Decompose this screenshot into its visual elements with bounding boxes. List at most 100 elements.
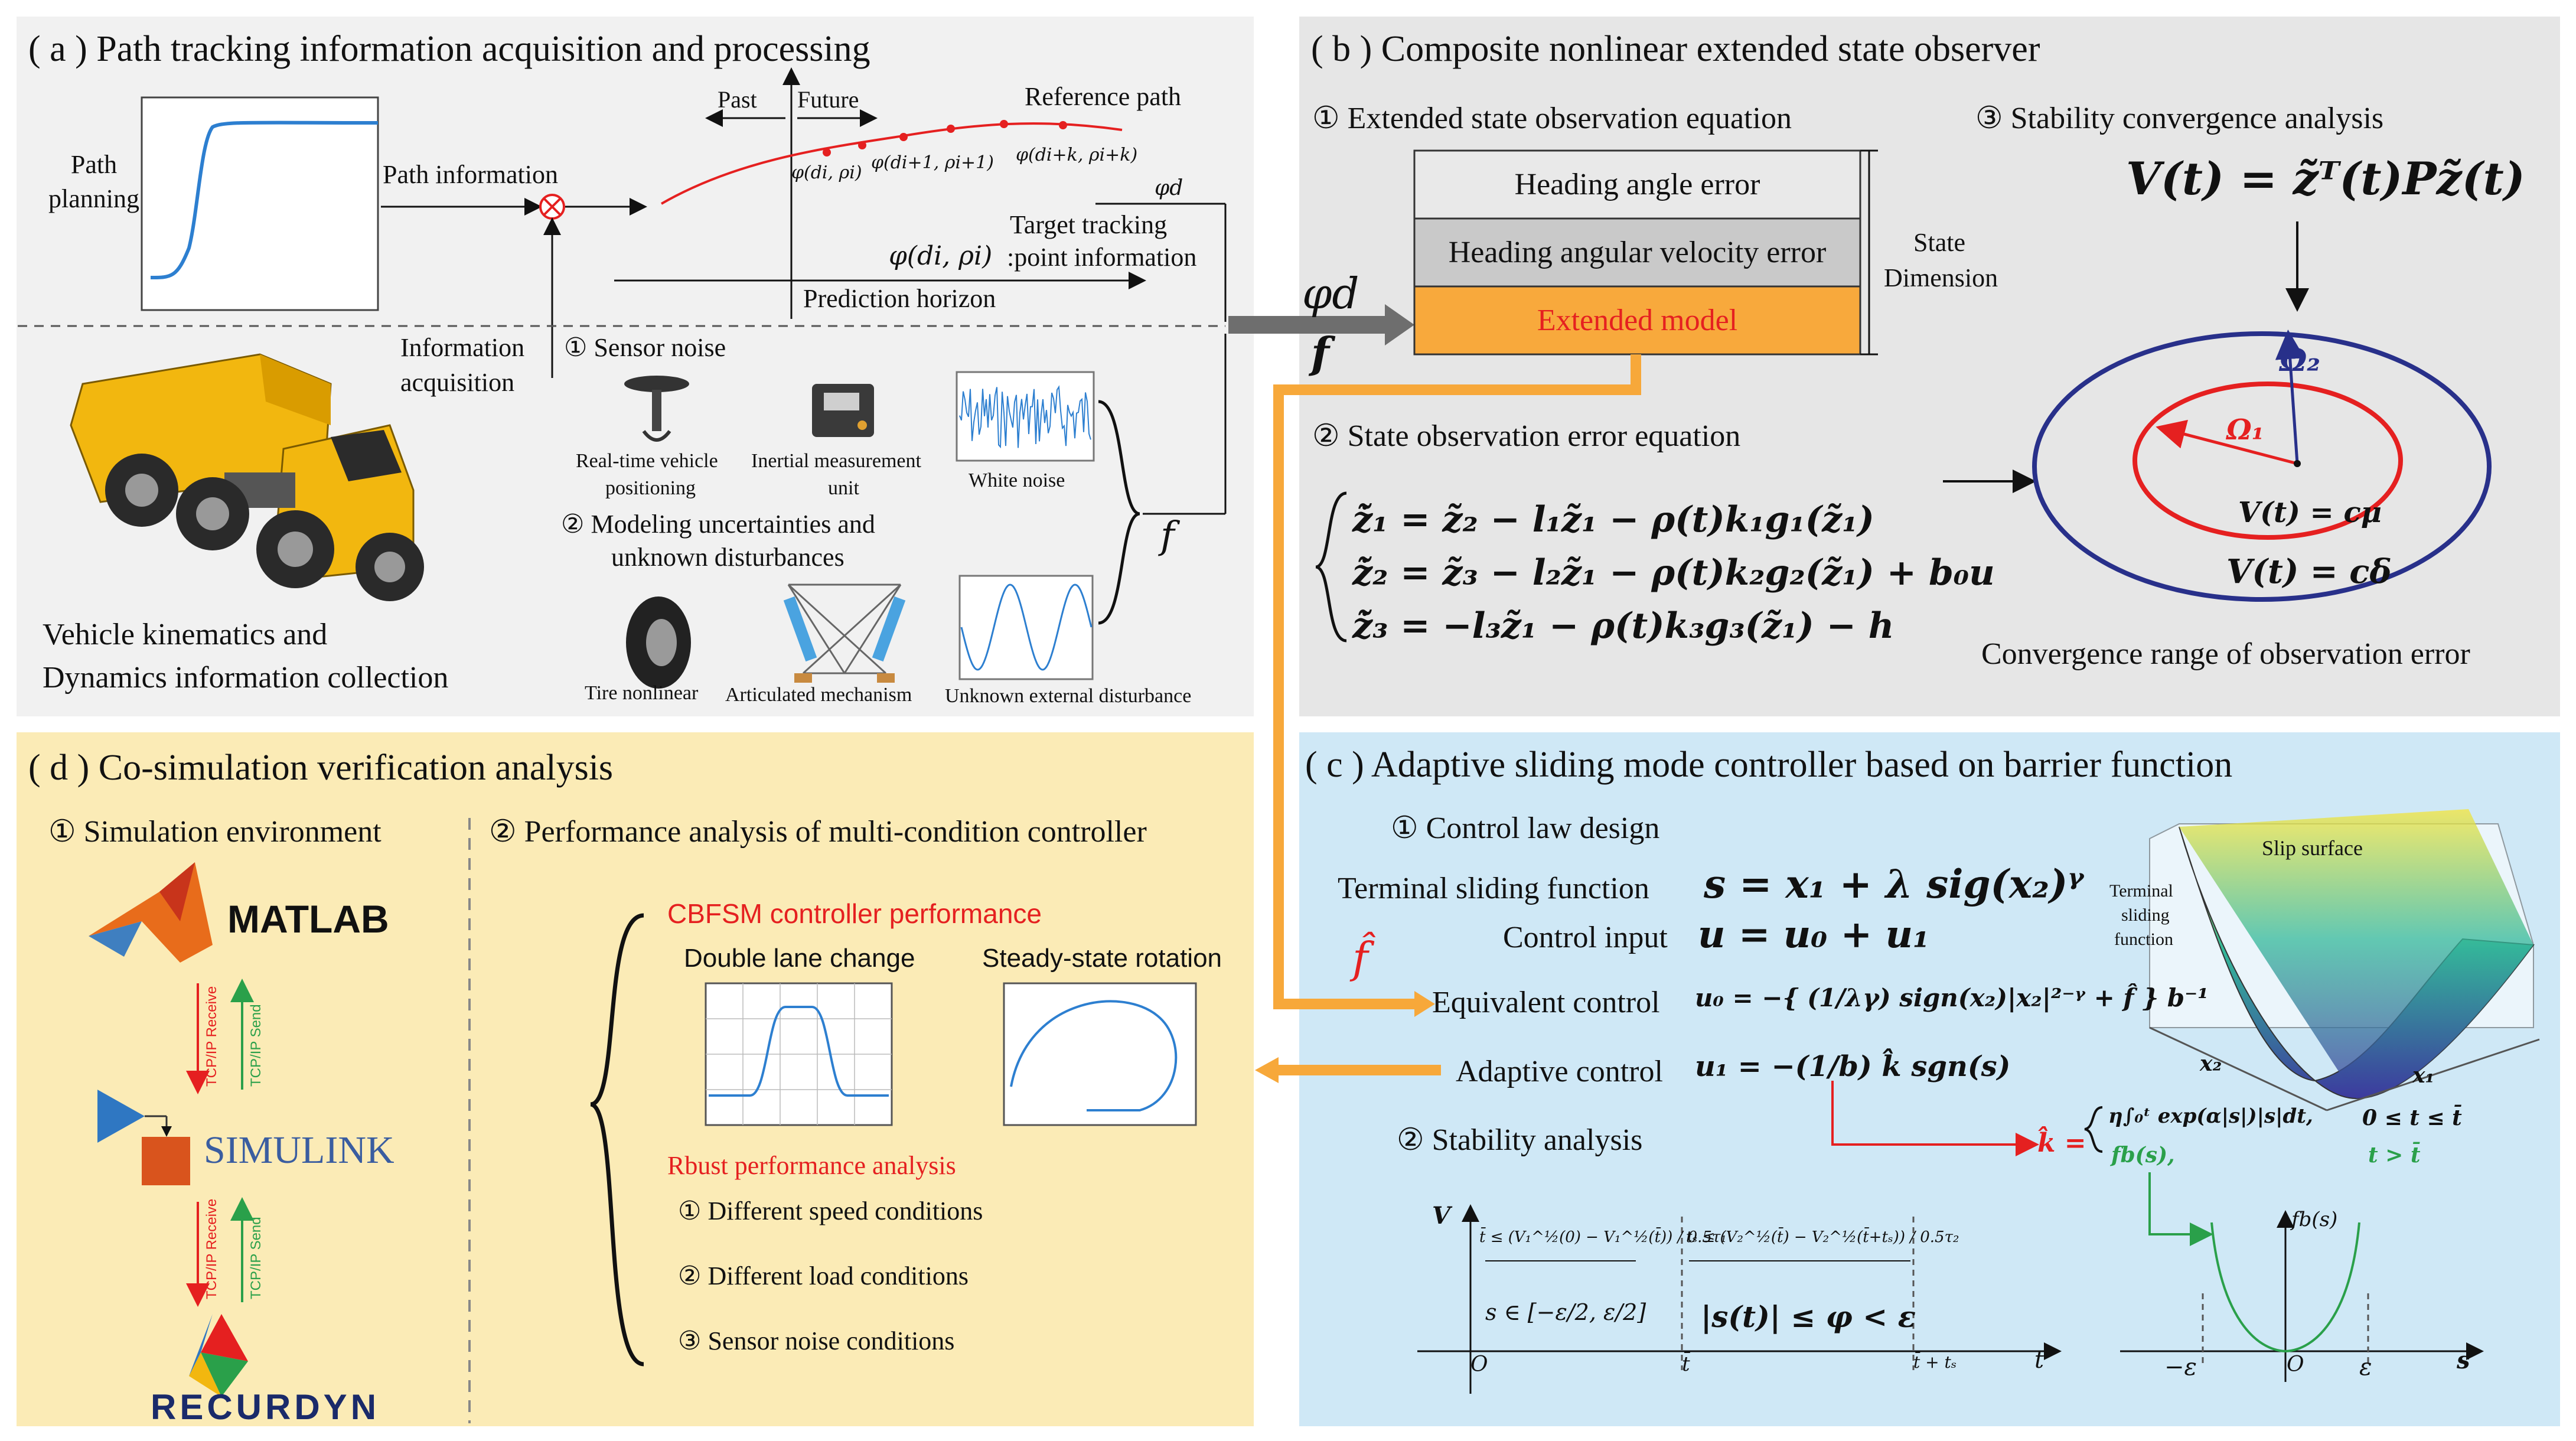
s-range-label: s ∈ [−ε/2, ε/2] xyxy=(1485,1299,1646,1325)
k-case-2-condition: t > t̄ xyxy=(2368,1143,2421,1168)
cbfsm-performance-label: CBFSM controller performance xyxy=(667,898,1042,929)
adaptive-control-label: Adaptive control xyxy=(1456,1055,1663,1088)
error-equation-3: ż̃₃ = −l₃z̃₁ − ρ(t)k₃g₃(z̃₁) − h xyxy=(1352,605,1894,647)
white-noise-label: White noise xyxy=(969,470,1065,491)
target-tracking-label: Target tracking xyxy=(1010,210,1168,239)
prediction-horizon-label: Prediction horizon xyxy=(803,284,996,313)
neg-epsilon-label: −ε xyxy=(2164,1354,2197,1381)
simulation-env-subtitle: ① Simulation environment xyxy=(48,815,381,849)
extended-model-box: Extended model xyxy=(1537,304,1738,337)
phi-d-arrow-label: φd xyxy=(1302,269,1359,318)
imu-icon xyxy=(812,384,874,437)
stability-analysis-subtitle: ② Stability analysis xyxy=(1397,1123,1643,1157)
robust-performance-label: Rbust performance analysis xyxy=(667,1151,956,1180)
imu-label-1: Inertial measurement xyxy=(751,450,921,472)
heading-angular-velocity-box: Heading angular velocity error xyxy=(1448,236,1827,269)
articulated-mechanism-icon xyxy=(783,583,906,683)
unknown-disturbance-label: Unknown external disturbance xyxy=(945,685,1192,707)
vehicle-label-2: Dynamics information collection xyxy=(43,661,449,695)
t-bar-ts-axis-label: t̄ + tₛ xyxy=(1913,1352,1957,1372)
point-i-label: φ(di, ρi) xyxy=(791,162,862,183)
axis-x2-label: x₂ xyxy=(2200,1051,2222,1076)
performance-subtitle: ② Performance analysis of multi-conditio… xyxy=(489,815,1147,849)
t-bar-condition: t̄ ≤ (V₁^½(0) − V₁^½(t̄)) / 0.5τ₁ xyxy=(1479,1228,1727,1246)
modeling-label-2: unknown disturbances xyxy=(611,543,844,572)
matlab-logo-graphic xyxy=(89,862,213,963)
vehicle-label-1: Vehicle kinematics and xyxy=(43,618,328,651)
epsilon-label: ε xyxy=(2359,1354,2372,1381)
tcp-receive-label-1: TCP/IP Receive xyxy=(204,986,220,1087)
simulink-logo-graphic xyxy=(97,1090,190,1185)
observer-subtitle-3: ③ Stability convergence analysis xyxy=(1975,102,2384,135)
imu-label-2: unit xyxy=(828,477,859,499)
k-case-1: η∫₀ᵗ exp(α|s|)|s|dt, xyxy=(2108,1104,2313,1128)
observer-subtitle-2: ② State observation error equation xyxy=(1312,419,1741,453)
matlab-logo-text: MATLAB xyxy=(227,897,389,941)
v-axis-label: V xyxy=(1432,1202,1451,1230)
sensor-noise-label: ① Sensor noise xyxy=(564,333,726,362)
tcp-send-label-1: TCP/IP Send xyxy=(248,1004,264,1087)
gnss-antenna-icon xyxy=(624,376,689,442)
panel-d-title: ( d ) Co-simulation verification analysi… xyxy=(28,748,614,788)
robust-item-2: ② Different load conditions xyxy=(678,1261,969,1290)
omega-2-label: Ω₂ xyxy=(2280,343,2321,379)
point-information-label: :point information xyxy=(1007,243,1197,272)
tcp-send-label-2: TCP/IP Send xyxy=(248,1217,264,1299)
target-eq-label: φ(di, ρi) xyxy=(889,241,993,271)
origin-label-2: O xyxy=(2287,1352,2304,1377)
point-ik-label: φ(di+k, ρi+k) xyxy=(1016,145,1138,165)
control-law-subtitle: ① Control law design xyxy=(1391,811,1660,845)
tire-icon xyxy=(626,596,691,689)
path-information-label: Path information xyxy=(383,160,558,189)
control-input-label: Control input xyxy=(1503,921,1668,954)
equivalent-control-label: Equivalent control xyxy=(1432,986,1660,1019)
panel-b xyxy=(1299,17,2560,716)
k-case-2: fb(s), xyxy=(2111,1143,2175,1168)
future-label: Future xyxy=(797,86,859,113)
past-label: Past xyxy=(718,86,757,113)
control-input-equation: u = u₀ + u₁ xyxy=(1698,912,1930,957)
slip-surface-label: Slip surface xyxy=(2262,836,2363,860)
f-arrow-label: f xyxy=(1311,328,1329,378)
omega-1-label: Ω₁ xyxy=(2226,413,2264,446)
s-bound-label: |s(t)| ≤ φ < ε xyxy=(1701,1299,1916,1334)
panel-a-title: ( a ) Path tracking information acquisit… xyxy=(28,29,870,69)
state-dimension-label-1: State xyxy=(1913,228,1965,257)
recurdyn-logo-text: RECURDYN xyxy=(151,1387,380,1427)
error-equation-2: ż̃₂ = z̃₃ − l₂z̃₁ − ρ(t)k₂g₂(z̃₁) + b₀u xyxy=(1352,552,1995,594)
reference-path-label: Reference path xyxy=(1025,82,1182,111)
tsf-label-1: Terminal xyxy=(2109,881,2173,901)
robust-item-1: ① Different speed conditions xyxy=(678,1197,983,1225)
articulated-mechanism-label: Articulated mechanism xyxy=(725,684,912,706)
observer-subtitle-1: ① Extended state observation equation xyxy=(1312,102,1792,135)
terminal-sliding-label: Terminal sliding function xyxy=(1338,872,1649,905)
lyapunov-function: V(t) = z̃ᵀ(t)Pz̃(t) xyxy=(2126,152,2525,205)
terminal-sliding-equation: s = x₁ + λ sig(x₂)ᵞ xyxy=(1704,861,2084,907)
modeling-label-1: ② Modeling uncertainties and xyxy=(561,510,875,539)
state-dimension-label-2: Dimension xyxy=(1884,263,1998,292)
convergence-range-label: Convergence range of observation error xyxy=(1981,637,2470,671)
k-case-1-condition: 0 ≤ t ≤ t̄ xyxy=(2362,1106,2462,1130)
phi-d-small-label: φd xyxy=(1155,176,1183,200)
recurdyn-logo-graphic xyxy=(189,1314,248,1397)
t-axis-label: t xyxy=(2034,1347,2045,1374)
k-hat-label: k̂ = xyxy=(2037,1128,2086,1158)
robust-item-3: ③ Sensor noise conditions xyxy=(678,1326,955,1355)
v-cmu-label: V(t) = cμ xyxy=(2238,496,2382,529)
s-axis-label: s xyxy=(2457,1347,2470,1374)
tsf-label-3: function xyxy=(2114,930,2173,949)
tire-nonlinear-label: Tire nonlinear xyxy=(585,682,699,704)
panel-c-title: ( c ) Adaptive sliding mode controller b… xyxy=(1305,745,2233,785)
f-label-a: f xyxy=(1160,514,1175,558)
heading-angle-error-box: Heading angle error xyxy=(1514,168,1760,201)
tcp-receive-label-2: TCP/IP Receive xyxy=(204,1198,220,1299)
slip-surface-plot xyxy=(2149,809,2540,1111)
f-hat-arrow-label: f̂ xyxy=(1352,933,1368,983)
origin-label-1: O xyxy=(1470,1352,1488,1377)
double-lane-label: Double lane change xyxy=(684,944,915,973)
ts-condition: tₛ ≤ (V₂^½(t̄) − V₂^½(t̄+tₛ)) / 0.5τ₂ xyxy=(1686,1228,1959,1246)
error-equation-1: ż̃₁ = z̃₂ − l₁z̃₁ − ρ(t)k₁g₁(z̃₁) xyxy=(1352,499,1874,540)
axis-x1-label: x₁ xyxy=(2412,1063,2435,1088)
panel-b-title: ( b ) Composite nonlinear extended state… xyxy=(1311,29,2040,69)
